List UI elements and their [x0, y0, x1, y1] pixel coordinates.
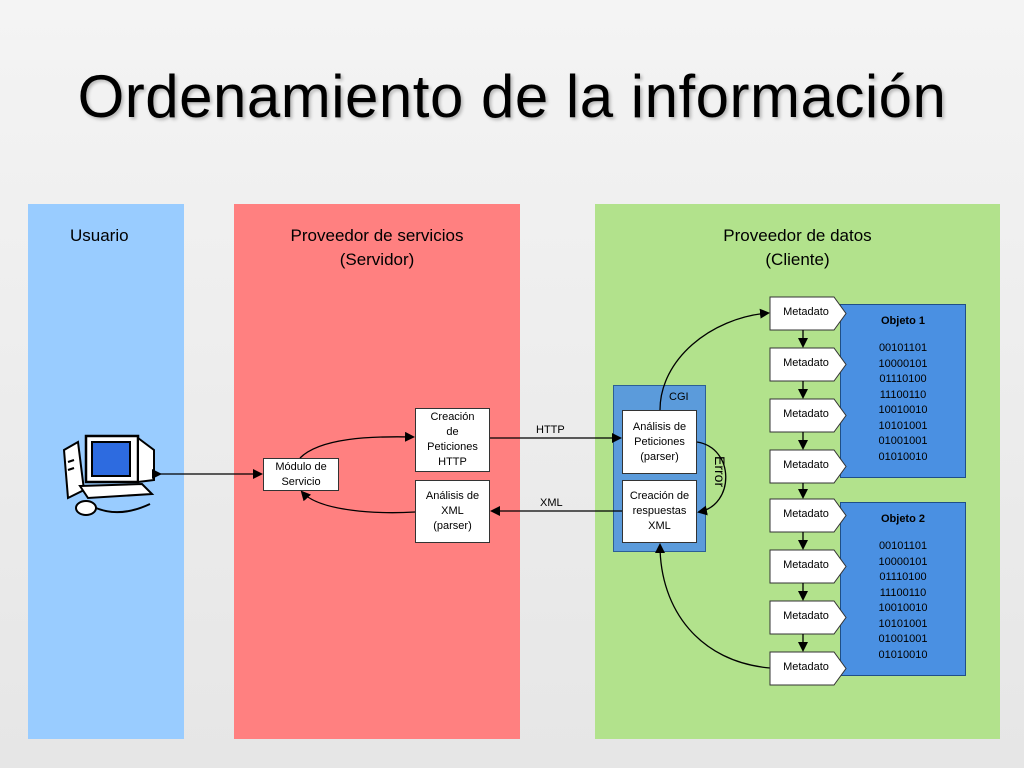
panel-cliente-label: Proveedor de datos (Cliente): [723, 226, 872, 269]
metadato-shape: [769, 296, 847, 331]
metadato-label: Metadato: [783, 661, 829, 673]
metadato-label: Metadato: [783, 459, 829, 471]
cgi-label: CGI: [669, 391, 689, 403]
creacion-peticiones-box: Creación de Peticiones HTTP: [415, 408, 490, 472]
metadato-shape: [769, 498, 847, 533]
analisis-xml-box: Análisis de XML (parser): [415, 480, 490, 543]
metadato-shape: [769, 449, 847, 484]
metadato-label: Metadato: [783, 610, 829, 622]
xml-label: XML: [540, 497, 563, 509]
objeto-2-box: Objeto 2 00101101 10000101 01110100 1110…: [840, 502, 966, 676]
metadato-shape: [769, 347, 847, 382]
objeto-1-bits: 00101101 10000101 01110100 11100110 1001…: [878, 342, 928, 463]
metadato-label: Metadato: [783, 559, 829, 571]
metadato-label: Metadato: [783, 508, 829, 520]
metadato-shape: [769, 398, 847, 433]
computer-icon: [62, 434, 155, 516]
objeto-1-title: Objeto 1: [880, 315, 925, 327]
metadato-shape: [769, 651, 847, 686]
panel-usuario-label: Usuario: [70, 226, 129, 245]
metadato-shape: [769, 600, 847, 635]
objeto-2-title: Objeto 2: [880, 513, 925, 525]
objeto-1-box: Objeto 1 00101101 10000101 01110100 1110…: [840, 304, 966, 478]
panel-servidor-label: Proveedor de servicios (Servidor): [290, 226, 464, 269]
objeto-2-bits: 00101101 10000101 01110100 11100110 1001…: [878, 540, 928, 661]
http-label: HTTP: [536, 424, 565, 436]
metadato-shape: [769, 549, 847, 584]
error-label: Error: [712, 456, 728, 488]
metadato-label: Metadato: [783, 306, 829, 318]
metadato-label: Metadato: [783, 357, 829, 369]
analisis-peticiones-box: Análisis de Peticiones (parser): [622, 410, 697, 474]
modulo-servicio-box: Módulo de Servicio: [263, 458, 339, 491]
metadato-label: Metadato: [783, 408, 829, 420]
slide-title: Ordenamiento de la información: [77, 63, 947, 130]
creacion-respuestas-box: Creación de respuestas XML: [622, 480, 697, 543]
